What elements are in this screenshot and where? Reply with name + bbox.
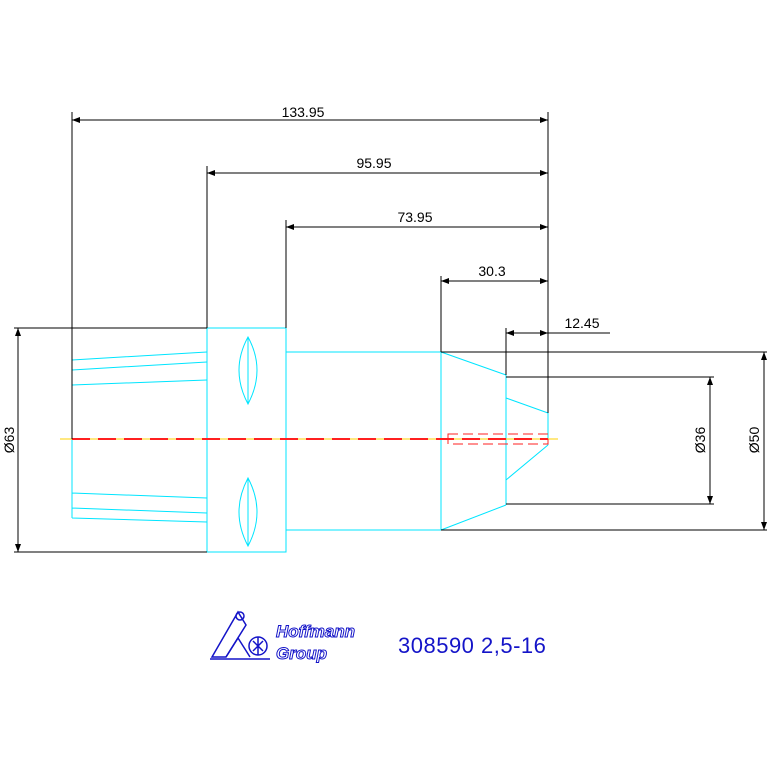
logo-emblem-icon [210, 610, 270, 660]
logo-line1: Hoffmann [276, 622, 355, 641]
body [286, 351, 441, 531]
dim-text-30: 30.3 [478, 263, 505, 279]
tip-bore [447, 433, 549, 445]
dim-text-12: 12.45 [564, 315, 599, 331]
hoffmann-group-logo: Hoffmann Group [210, 610, 356, 664]
logo-line2: Group [276, 644, 327, 663]
groove-top [238, 335, 258, 406]
dim-text-133: 133.95 [282, 104, 325, 120]
dim-text-d63: Ø63 [1, 427, 17, 454]
shank-section [71, 351, 208, 523]
cone [440, 351, 549, 531]
dim-text-d50: Ø50 [746, 427, 762, 454]
dimension-lines [14, 112, 767, 553]
part-number: 308590 2,5-16 [398, 633, 547, 658]
dim-text-73: 73.95 [397, 209, 432, 225]
dim-text-95: 95.95 [356, 155, 391, 171]
dim-text-d36: Ø36 [692, 427, 708, 454]
centerline [60, 433, 558, 445]
groove-bottom [238, 476, 258, 548]
